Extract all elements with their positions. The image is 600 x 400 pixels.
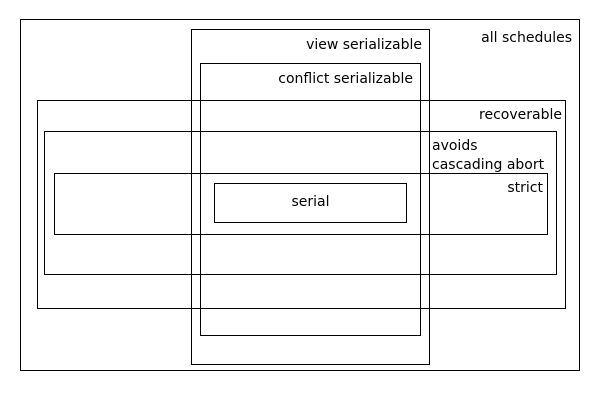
label-all-schedules: all schedules <box>481 30 572 46</box>
label-recoverable: recoverable <box>479 107 562 123</box>
label-strict: strict <box>507 180 543 196</box>
box-recoverable <box>37 100 566 309</box>
box-avoids-cascading-abort <box>44 131 557 275</box>
box-conflict-serializable <box>200 63 421 336</box>
label-avoids-cascading-abort: avoids cascading abort <box>432 138 545 173</box>
box-strict <box>54 173 548 235</box>
box-view-serializable <box>191 29 430 365</box>
label-serial: serial <box>291 194 330 210</box>
box-serial <box>214 183 407 223</box>
box-all-schedules <box>20 19 580 371</box>
label-view-serializable: view serializable <box>306 37 422 53</box>
label-conflict-serializable: conflict serializable <box>278 71 413 87</box>
